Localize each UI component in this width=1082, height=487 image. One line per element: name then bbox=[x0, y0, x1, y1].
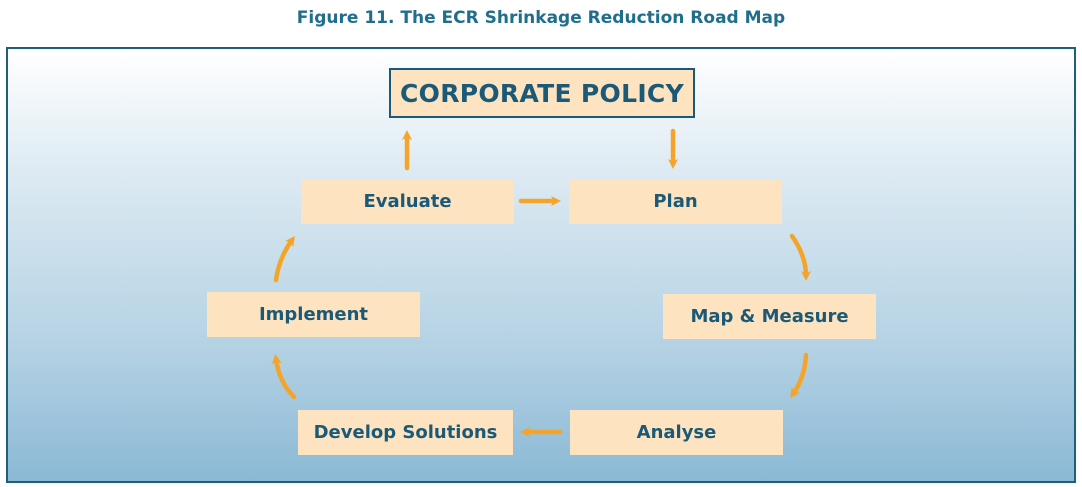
node-implement: Implement bbox=[207, 292, 420, 337]
arrow-develop-to-implement bbox=[271, 354, 297, 400]
node-evaluate: Evaluate bbox=[301, 179, 514, 224]
node-corporate-policy: CORPORATE POLICY bbox=[389, 68, 695, 118]
arrow-plan-to-map bbox=[789, 233, 811, 281]
node-map-measure: Map & Measure bbox=[663, 294, 876, 339]
figure-title: Figure 11. The ECR Shrinkage Reduction R… bbox=[296, 8, 786, 28]
node-develop-solutions: Develop Solutions bbox=[298, 410, 513, 455]
arrow-implement-to-evaluate bbox=[273, 235, 295, 283]
node-plan: Plan bbox=[569, 179, 782, 224]
arrow-map-to-analyse bbox=[790, 352, 809, 399]
node-analyse: Analyse bbox=[570, 410, 783, 455]
diagram-panel bbox=[6, 47, 1076, 483]
